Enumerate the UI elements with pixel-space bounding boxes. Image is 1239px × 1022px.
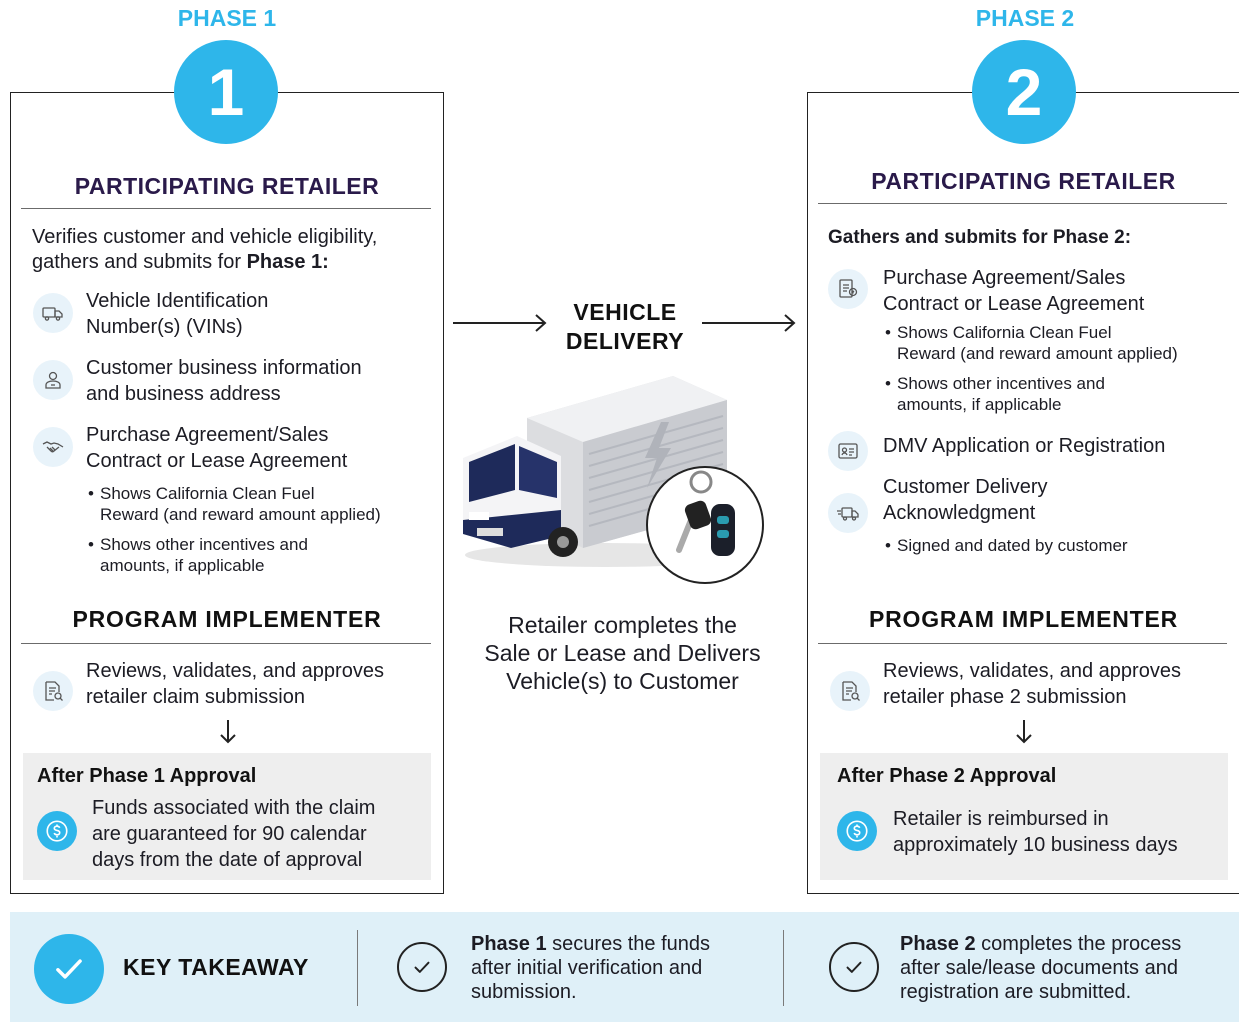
phase-2-panel: PARTICIPATING RETAILER Gathers and submi… [807, 92, 1239, 894]
phase-2-bullet-signed: Signed and dated by customer [885, 535, 1128, 556]
flow-arrow-right [702, 314, 796, 332]
handshake-icon [33, 427, 73, 467]
phase-2-bullet-incentives: Shows other incentives and amounts, if a… [885, 373, 1105, 415]
key-takeaway-banner: KEY TAKEAWAY Phase 1 secures the funds a… [10, 912, 1239, 1022]
phase-1-item-vin: Vehicle Identification Number(s) (VINs) [86, 290, 269, 338]
document-review-icon [33, 671, 73, 711]
phase-1-approval-box: After Phase 1 Approval Funds associated … [23, 753, 431, 880]
phase-1-label: PHASE 1 [177, 5, 277, 31]
checkmark-icon [34, 934, 104, 1004]
phase-1-implementer-text: Reviews, validates, and approves retaile… [86, 660, 384, 708]
phase-2-down-arrow [1016, 720, 1032, 744]
phase-2-approval-text: Retailer is reimbursed in approximately … [893, 808, 1178, 856]
phase-1-intro-line1: Verifies customer and vehicle eligibilit… [32, 226, 378, 248]
dollar-icon [837, 811, 877, 851]
phase-2-number-badge: 2 [972, 40, 1076, 144]
phase-1-retailer-title: PARTICIPATING RETAILER [74, 173, 380, 199]
check-circle-icon [829, 942, 879, 992]
phase-2-implementer-title: PROGRAM IMPLEMENTER [868, 606, 1179, 632]
takeaway-phase-2-text: Phase 2 completes the process after sale… [900, 933, 1182, 1003]
contract-icon [828, 269, 868, 309]
phase-1-down-arrow [220, 720, 236, 744]
phase-1-bullet-incentives: Shows other incentives and amounts, if a… [88, 534, 308, 576]
vehicle-delivery-title: VEHICLE DELIVERY [565, 299, 685, 354]
flow-arrow-left [453, 314, 547, 332]
phase-2-implementer-rule [818, 643, 1227, 644]
phase-1-number-badge: 1 [174, 40, 278, 144]
phase-2-approval-title: After Phase 2 Approval [837, 765, 1057, 787]
id-card-icon [828, 431, 868, 471]
phase-2-label: PHASE 2 [975, 5, 1075, 31]
takeaway-divider-2 [783, 930, 784, 1006]
phase-2-implementer-text: Reviews, validates, and approves retaile… [883, 660, 1181, 708]
truck-icon [33, 293, 73, 333]
phase-1-implementer-title: PROGRAM IMPLEMENTER [72, 606, 382, 632]
key-takeaway-title: KEY TAKEAWAY [123, 954, 309, 980]
phase-1-implementer-rule [21, 643, 431, 644]
phase-2-retailer-rule [818, 203, 1227, 204]
phase-1-intro: Verifies customer and vehicle eligibilit… [32, 225, 442, 275]
takeaway-divider-1 [357, 930, 358, 1006]
phase-1-intro-line2: gathers and submits for Phase 1: [32, 251, 329, 273]
check-circle-icon [397, 942, 447, 992]
phase-1-retailer-rule [21, 208, 431, 209]
phase-2-intro: Gathers and submits for Phase 2: [828, 227, 1132, 248]
phase-2-approval-box: After Phase 2 Approval Retailer is reimb… [820, 753, 1228, 880]
takeaway-phase-1-text: Phase 1 secures the funds after initial … [471, 933, 711, 1003]
phase-1-panel: PARTICIPATING RETAILER Verifies customer… [10, 92, 444, 894]
phase-1-item-customer: Customer business information and busine… [86, 357, 362, 405]
phase-1-item-agreement: Purchase Agreement/Sales Contract or Lea… [86, 424, 348, 472]
phase-2-retailer-title: PARTICIPATING RETAILER [871, 168, 1176, 194]
document-review-icon [830, 671, 870, 711]
person-icon [33, 360, 73, 400]
phase-1-approval-text: Funds associated with the claim are guar… [92, 797, 376, 871]
phase-2-bullet-reward: Shows California Clean Fuel Reward (and … [885, 322, 1178, 364]
phase-2-item-dmv: DMV Application or Registration [883, 435, 1166, 457]
phase-1-bullet-reward: Shows California Clean Fuel Reward (and … [88, 483, 381, 525]
phase-2-item-agreement: Purchase Agreement/Sales Contract or Lea… [883, 267, 1145, 315]
electric-truck-illustration [463, 376, 764, 584]
phase-2-item-delivery: Customer Delivery Acknowledgment [883, 476, 1048, 524]
phase-1-approval-title: After Phase 1 Approval [37, 765, 257, 787]
delivery-truck-icon [828, 493, 868, 533]
vehicle-delivery-caption: Retailer completes the Sale or Lease and… [484, 612, 761, 694]
dollar-icon [37, 811, 77, 851]
